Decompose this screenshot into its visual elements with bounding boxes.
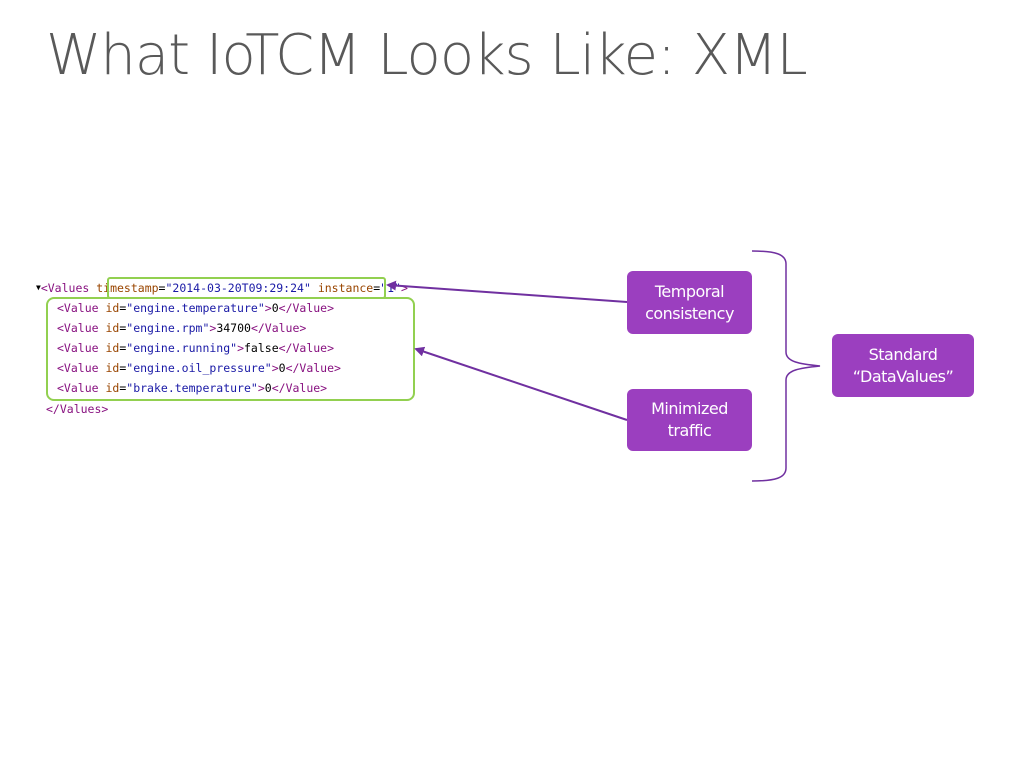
callout-standard-datavalues: Standard“DataValues” [832, 334, 974, 397]
arrow-minimized [414, 346, 628, 421]
values-highlight [46, 297, 415, 401]
slide-title: What IoTCM Looks Like: XML [46, 23, 808, 88]
right-brace [751, 250, 821, 482]
arrow-temporal [386, 280, 628, 303]
